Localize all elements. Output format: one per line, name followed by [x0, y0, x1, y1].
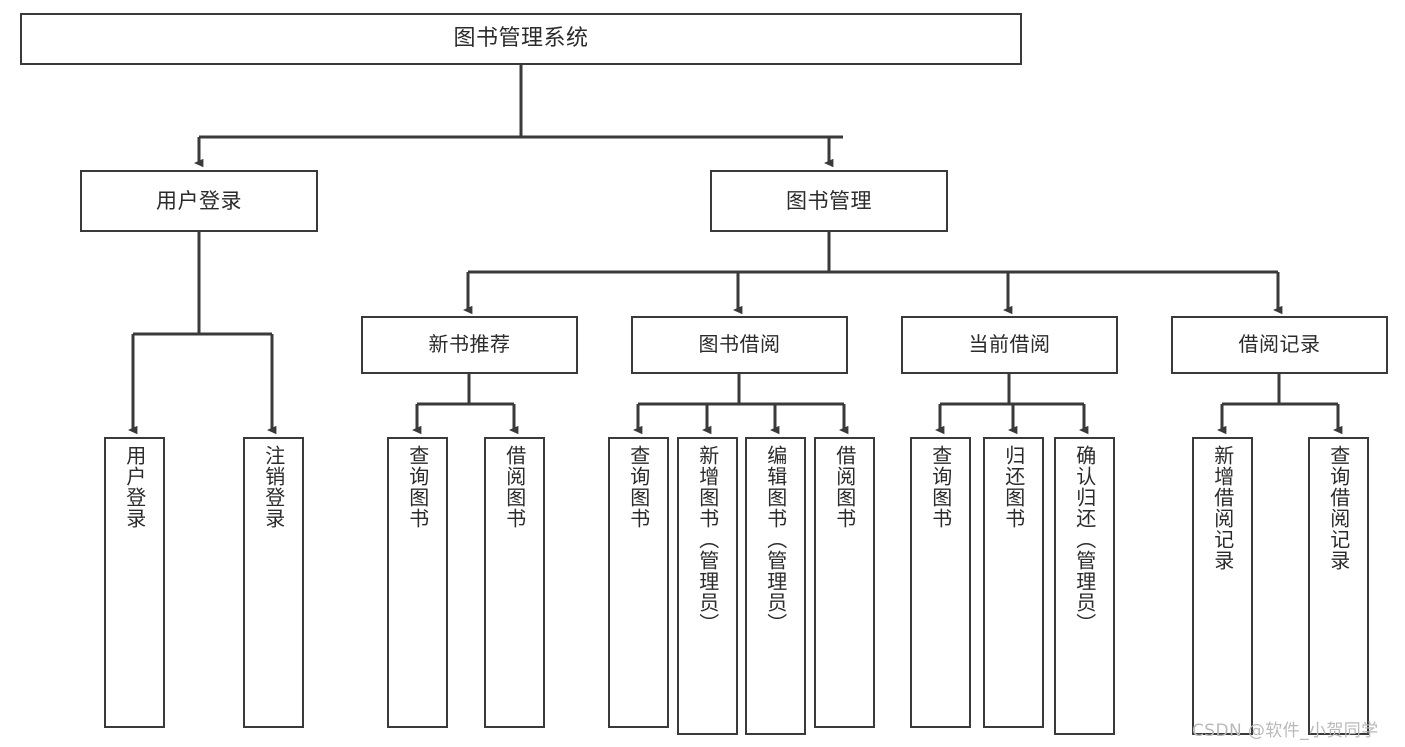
- node-user-login[interactable]: 用户登录: [80, 170, 318, 232]
- leaf-node-label: 用户登录: [122, 445, 147, 529]
- node-borrow-record[interactable]: 借阅记录: [1171, 316, 1388, 374]
- csdn-watermark: CSDN @软件_小贺同学: [1192, 721, 1379, 741]
- node-book-management[interactable]: 图书管理: [710, 170, 948, 232]
- leaf-node-label: 新增图书（管理员）: [695, 445, 720, 634]
- leaf-node[interactable]: 归还图书: [983, 437, 1044, 728]
- leaf-node[interactable]: 确认归还（管理员）: [1054, 437, 1115, 735]
- leaf-node-label: 新增借阅记录: [1210, 445, 1235, 571]
- leaf-node[interactable]: 查询图书: [910, 437, 971, 728]
- leaf-node-label: 确认归还（管理员）: [1072, 445, 1097, 634]
- leaf-node-label: 查询图书: [626, 445, 651, 529]
- leaf-node[interactable]: 用户登录: [104, 437, 165, 728]
- leaf-node[interactable]: 借阅图书: [814, 437, 875, 728]
- node-book-borrow[interactable]: 图书借阅: [631, 316, 848, 374]
- node-new-book-recommend-label: 新书推荐: [428, 332, 511, 357]
- leaf-node-label: 查询图书: [928, 445, 953, 529]
- leaf-node[interactable]: 查询借阅记录: [1308, 437, 1369, 735]
- leaf-node-label: 查询图书: [405, 445, 430, 529]
- leaf-node[interactable]: 新增借阅记录: [1192, 437, 1253, 735]
- leaf-node-label: 借阅图书: [832, 445, 857, 529]
- node-root[interactable]: 图书管理系统: [20, 13, 1022, 65]
- node-root-label: 图书管理系统: [453, 26, 589, 52]
- node-book-management-label: 图书管理: [786, 188, 872, 213]
- node-current-borrow[interactable]: 当前借阅: [901, 316, 1118, 374]
- leaf-node-label: 查询借阅记录: [1326, 445, 1351, 571]
- node-user-login-label: 用户登录: [156, 188, 242, 213]
- node-current-borrow-label: 当前借阅: [968, 332, 1051, 357]
- leaf-node[interactable]: 注销登录: [243, 437, 304, 728]
- leaf-node-label: 编辑图书（管理员）: [763, 445, 788, 634]
- leaf-node[interactable]: 查询图书: [387, 437, 448, 728]
- leaf-node-label: 注销登录: [261, 445, 286, 529]
- leaf-node[interactable]: 新增图书（管理员）: [677, 437, 738, 735]
- node-book-borrow-label: 图书借阅: [698, 332, 781, 357]
- node-borrow-record-label: 借阅记录: [1238, 332, 1321, 357]
- leaf-node[interactable]: 编辑图书（管理员）: [745, 437, 806, 735]
- leaf-node[interactable]: 查询图书: [608, 437, 669, 728]
- leaf-node-label: 归还图书: [1001, 445, 1026, 529]
- leaf-node-label: 借阅图书: [502, 445, 527, 529]
- node-new-book-recommend[interactable]: 新书推荐: [361, 316, 578, 374]
- leaf-node[interactable]: 借阅图书: [484, 437, 545, 728]
